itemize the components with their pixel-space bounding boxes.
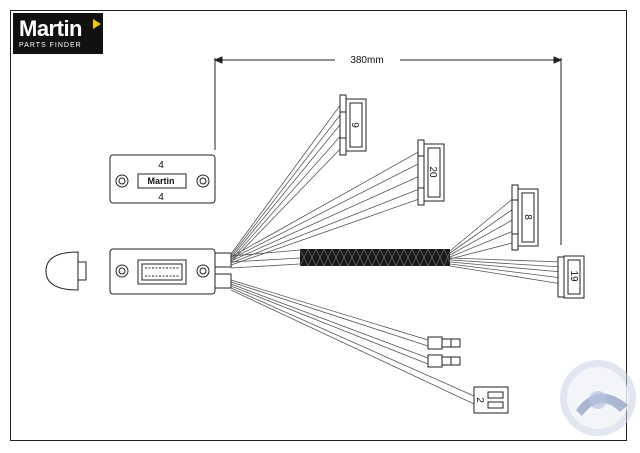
spade-label: 2 <box>474 397 485 403</box>
martin-logo: Martin PARTS FINDER <box>13 13 103 54</box>
logo-name: Martin <box>19 16 83 41</box>
dimension-label: 380mm <box>350 55 383 66</box>
connector-19 <box>557 255 585 299</box>
main-connector <box>109 248 232 295</box>
logo-flag-icon <box>93 19 101 29</box>
spade-connector <box>473 386 509 414</box>
wires-connector-20 <box>230 149 423 266</box>
wires-connector-19 <box>449 257 563 285</box>
plate-bottom-label: 4 <box>158 192 164 203</box>
connector-9-label: 9 <box>349 122 360 128</box>
wires-lower <box>230 279 475 405</box>
cover-plate <box>109 154 216 204</box>
connector-20 <box>417 139 445 206</box>
wires-connector-8 <box>449 195 517 260</box>
braided-sleeve <box>230 248 451 269</box>
plate-brand: Martin <box>148 176 175 186</box>
connector-8-label: 8 <box>522 214 533 220</box>
terminal-pair <box>427 336 461 368</box>
rubber-cap <box>45 251 87 291</box>
drawing-frame <box>10 10 627 441</box>
connector-20-label: 20 <box>427 166 438 178</box>
watermark-seal-icon <box>560 360 636 436</box>
logo-tagline: PARTS FINDER <box>19 42 82 49</box>
dimension-indicator <box>213 56 563 245</box>
connector-8 <box>511 184 539 251</box>
connector-19-label: 19 <box>568 270 579 282</box>
connector-9 <box>339 94 367 156</box>
plate-top-label: 4 <box>158 160 164 171</box>
wires-connector-9 <box>230 99 345 263</box>
